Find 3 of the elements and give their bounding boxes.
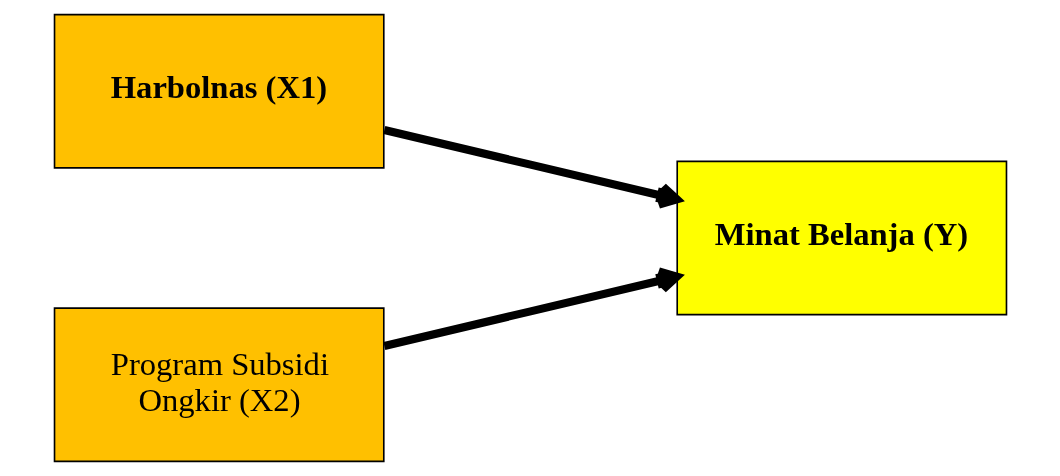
node-box: Harbolnas (X1) bbox=[53, 13, 385, 169]
node-box: Minat Belanja (Y) bbox=[675, 160, 1007, 316]
node-box: Program Subsidi Ongkir (X2) bbox=[53, 307, 385, 463]
